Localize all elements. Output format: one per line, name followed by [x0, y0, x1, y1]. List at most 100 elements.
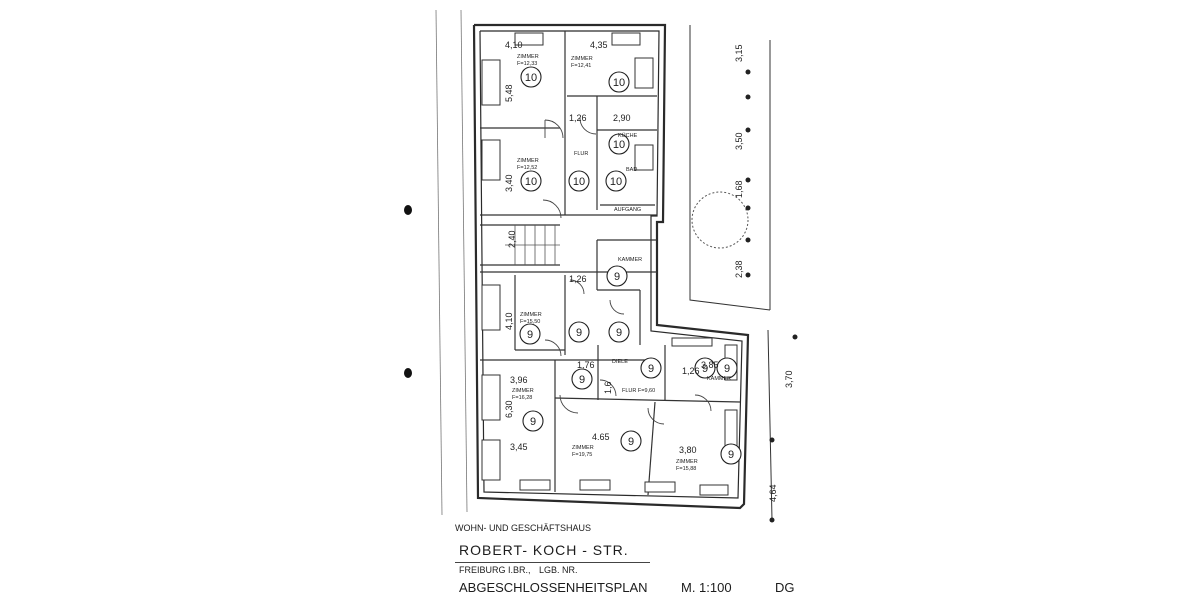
room-label: BAD	[626, 167, 637, 173]
dimension-label: 1,26	[569, 274, 587, 284]
room-label: KAMMER	[618, 257, 642, 263]
unit-number: 9	[616, 327, 622, 339]
unit-number: 9	[579, 374, 585, 386]
unit-marker: 9	[568, 321, 590, 343]
dimension-label: 4,35	[590, 40, 608, 50]
room-labels: ZIMMERF=12,33ZIMMERF=12,41ZIMMERF=12,52K…	[512, 54, 731, 472]
street-name: ROBERT- KOCH - STR.	[459, 542, 629, 558]
unit-marker: 10	[608, 133, 630, 155]
unit-number: 9	[628, 436, 634, 448]
room-label: KAMMER	[707, 376, 731, 382]
scan-edge-lines	[435, 9, 468, 516]
plan-scale: M. 1:100	[681, 580, 732, 595]
unit-number: 9	[614, 271, 620, 283]
building-type: WOHN- UND GESCHÄFTSHAUS	[455, 523, 592, 533]
room-label: F=15,88	[676, 466, 696, 472]
room-label: F=12,52	[517, 165, 537, 171]
unit-marker: 9	[606, 265, 628, 287]
unit-number: 10	[610, 176, 622, 188]
unit-marker: 10	[605, 170, 627, 192]
unit-marker: 10	[520, 66, 542, 88]
unit-marker: 10	[608, 71, 630, 93]
room-label: ZIMMER	[520, 312, 542, 318]
dimension-label: 3,85	[701, 360, 719, 370]
room-label: ZIMMER	[572, 445, 594, 451]
dimension-label: 1,26	[569, 113, 587, 123]
room-label: ZIMMER	[517, 54, 539, 60]
dimension-label: 1,6	[603, 381, 613, 394]
dimension-labels: 4,10 4,35 5,48 1,26 2,90 3,40 3,15 3,50 1,68 2,40…	[504, 40, 794, 502]
room-label: ZIMMER	[676, 459, 698, 465]
dimension-label: 4,10	[504, 312, 514, 330]
room-label: F=15,50	[520, 319, 540, 325]
unit-number: 9	[576, 327, 582, 339]
room-label: F=19,75	[572, 452, 592, 458]
punch-hole-top	[404, 205, 412, 215]
unit-marker: 9	[716, 357, 738, 379]
unit-number: 9	[648, 363, 654, 375]
street-underline	[455, 562, 650, 563]
lgb-number: LGB. NR.	[539, 565, 578, 575]
unit-number: 9	[728, 449, 734, 461]
room-label: ZIMMER	[517, 158, 539, 164]
dimension-label: 3,80	[679, 445, 697, 455]
unit-number: 9	[530, 416, 536, 428]
dimension-label: 2,90	[613, 113, 631, 123]
room-label: F=16,28	[512, 395, 532, 401]
unit-marker: 9	[522, 410, 544, 432]
unit-marker: 10	[520, 170, 542, 192]
door-swings	[542, 117, 712, 425]
unit-number: 9	[702, 363, 708, 375]
room-label: FLUR	[574, 151, 588, 157]
dimension-label: 4,10	[505, 40, 523, 50]
city: FREIBURG I.BR.,	[459, 565, 531, 575]
unit-marker: 10	[568, 170, 590, 192]
dimension-label: 5,48	[504, 84, 514, 102]
stairs	[505, 225, 560, 265]
unit-number: 10	[613, 139, 625, 151]
windows	[481, 32, 738, 496]
unit-marker: 9	[720, 443, 742, 465]
unit-marker: 9	[571, 368, 593, 390]
room-label: F=12,33	[517, 61, 537, 67]
unit-number: 9	[527, 329, 533, 341]
unit-number: 10	[613, 77, 625, 89]
unit-number: 9	[724, 363, 730, 375]
outer-walls	[472, 23, 750, 510]
dimension-label: 2,40	[507, 230, 517, 248]
inner-walls	[480, 31, 741, 496]
unit-markers: 10 10 10 10 10 10 9 9 9 9 9 9 9 9 9 9 9	[519, 66, 742, 465]
dimension-label: 3,15	[734, 44, 744, 62]
room-label: DIELE	[612, 359, 628, 365]
unit-marker: 9	[694, 357, 716, 379]
dimension-label: 3,96	[510, 375, 528, 385]
dimension-label: 1,26	[682, 366, 700, 376]
dimension-label: 3,50	[734, 132, 744, 150]
dimension-label: 1,76	[577, 360, 595, 370]
dimension-label: 1,68	[734, 180, 744, 198]
room-label: KÜCHE	[618, 132, 638, 139]
dimension-label: 3,45	[510, 442, 528, 452]
room-label: ZIMMER	[571, 56, 593, 62]
dimension-label: 6,30	[504, 400, 514, 418]
neighbour-boundary	[689, 25, 773, 521]
plan-title: ABGESCHLOSSENHEITSPLAN	[459, 580, 648, 595]
unit-number: 10	[525, 176, 537, 188]
dimension-label: 3,40	[504, 174, 514, 192]
floor-label: DG	[775, 580, 795, 595]
dimension-label: 4,64	[768, 484, 778, 502]
unit-marker: 9	[620, 430, 642, 452]
room-label: ZIMMER	[512, 388, 534, 394]
room-label: F=12,41	[571, 63, 591, 69]
dimension-ticks	[745, 69, 798, 523]
room-label: AUFGANG	[614, 207, 641, 213]
dimension-label: 2,38	[734, 260, 744, 278]
unit-marker: 9	[640, 357, 662, 379]
room-label: FLUR F=9,60	[622, 388, 655, 394]
unit-number: 10	[573, 176, 585, 188]
dimension-label: 3,70	[784, 370, 794, 388]
unit-marker: 9	[519, 323, 541, 345]
unit-marker: 9	[608, 321, 630, 343]
